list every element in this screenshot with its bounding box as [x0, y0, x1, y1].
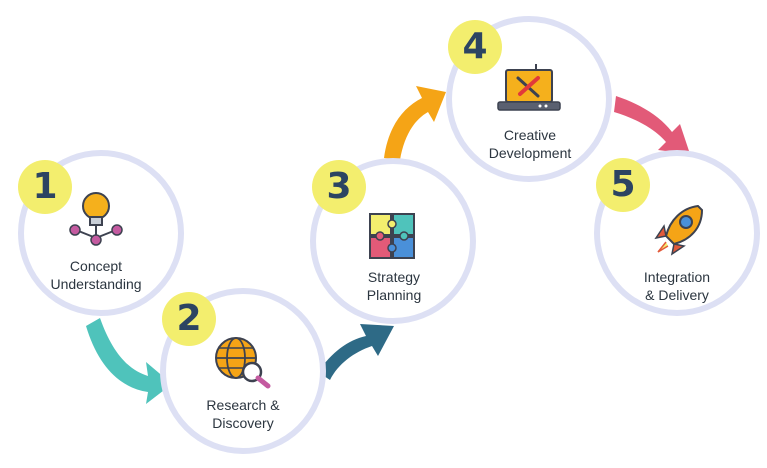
step-3-badge: 3	[312, 160, 366, 214]
laptop-tools-icon	[497, 64, 561, 111]
step-2-badge: 2	[162, 292, 216, 346]
rocket-icon	[654, 204, 704, 256]
step-2-label: Research &Discovery	[206, 397, 280, 431]
arrow-2-to-3	[318, 324, 394, 380]
globe-search-icon	[215, 337, 271, 389]
step-5-badge: 5	[596, 158, 650, 212]
arrow-4-to-5	[614, 96, 690, 154]
lightbulb-icon	[69, 192, 123, 246]
step-1-badge: 1	[18, 160, 72, 214]
puzzle-icon	[369, 213, 415, 259]
arrow-3-to-4	[384, 86, 446, 160]
step-4-badge: 4	[448, 20, 502, 74]
arrow-1-to-2	[86, 318, 172, 404]
step-5-label: Integration& Delivery	[643, 269, 711, 303]
